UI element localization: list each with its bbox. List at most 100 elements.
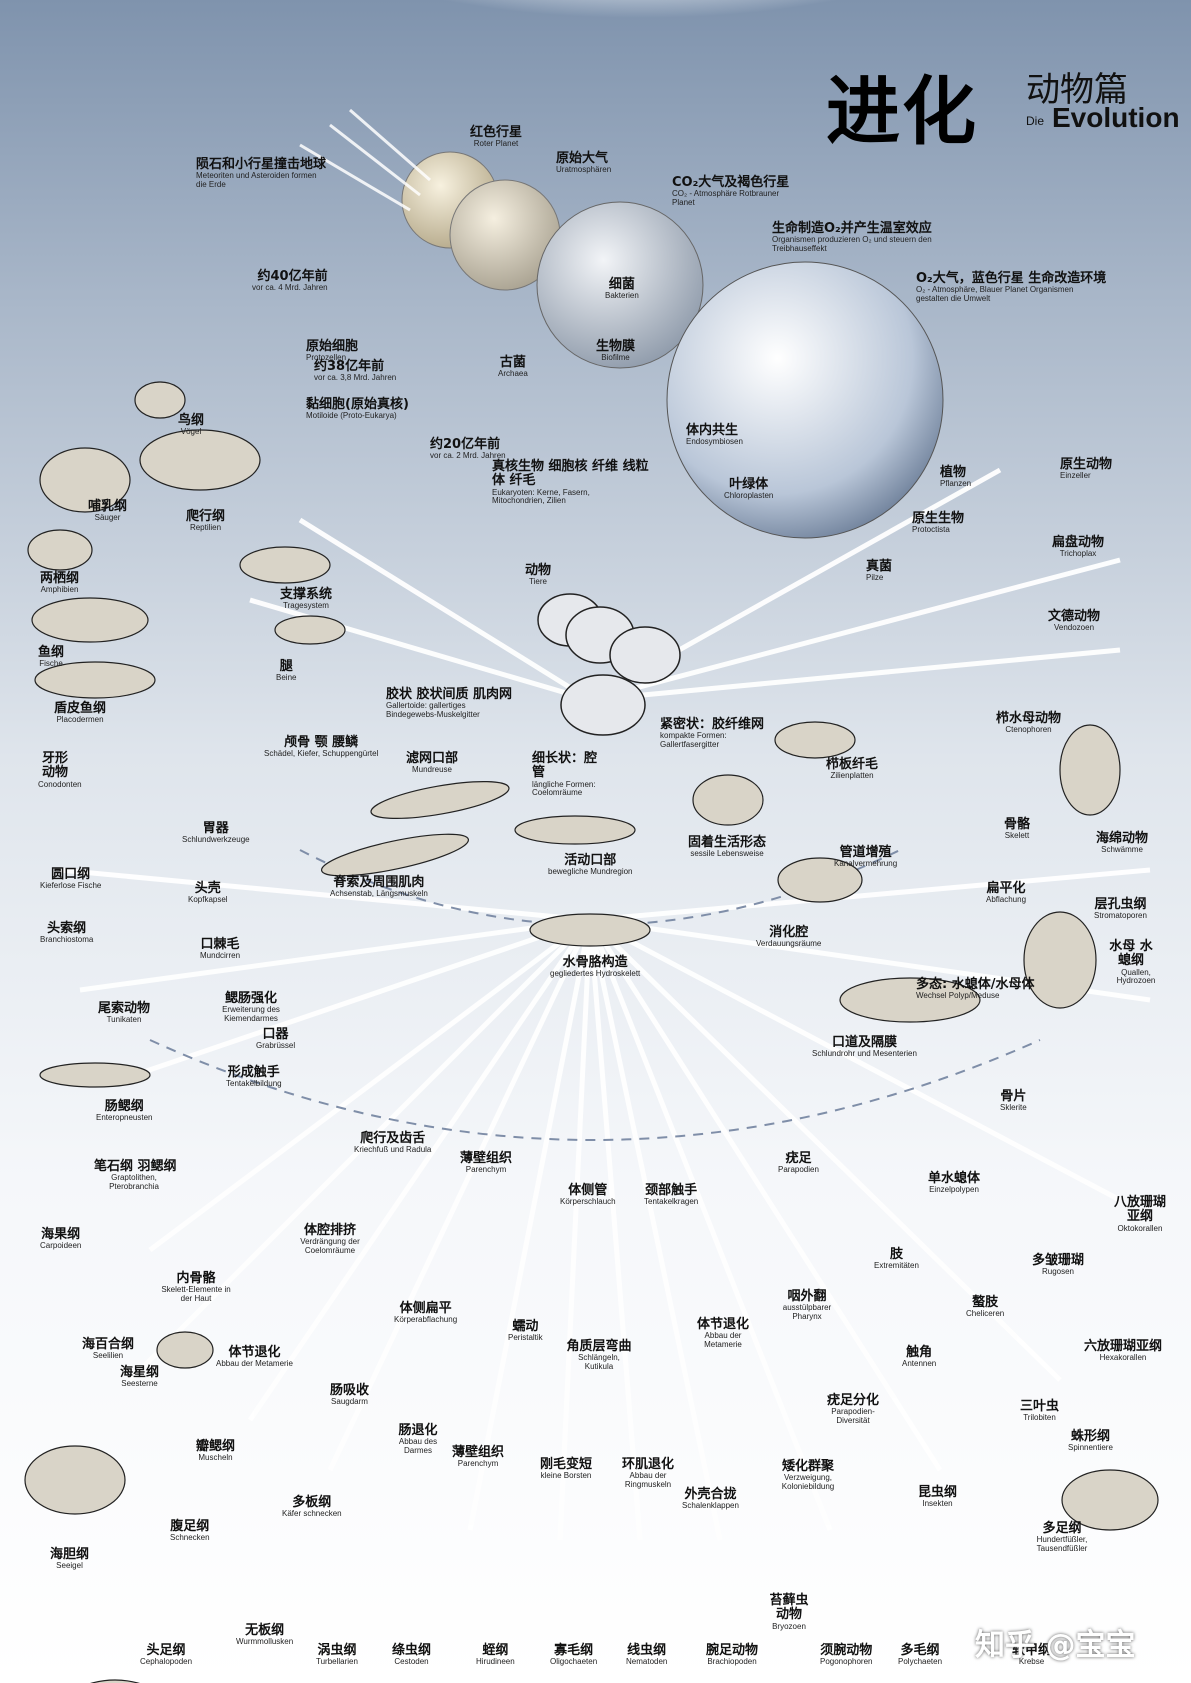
label-motiloids: 黏细胞(原始真核)Motiloide (Proto-Eukarya) (306, 397, 409, 421)
planet-brown (536, 201, 704, 369)
organism-silhouettes (24, 381, 1159, 1683)
central-cells (537, 593, 681, 736)
dashed-arc (149, 1039, 1041, 1141)
sun-glow (340, 0, 940, 90)
title-chinese: 进化 (826, 69, 978, 155)
meteor-streaks (299, 108, 431, 212)
poster-title: 进化 动物篇 Die Evolution (826, 52, 1180, 155)
watermark: 知乎 @宝宝 (975, 1628, 1136, 1663)
planet-blue (666, 261, 944, 539)
title-evolution: Evolution (1052, 102, 1180, 133)
